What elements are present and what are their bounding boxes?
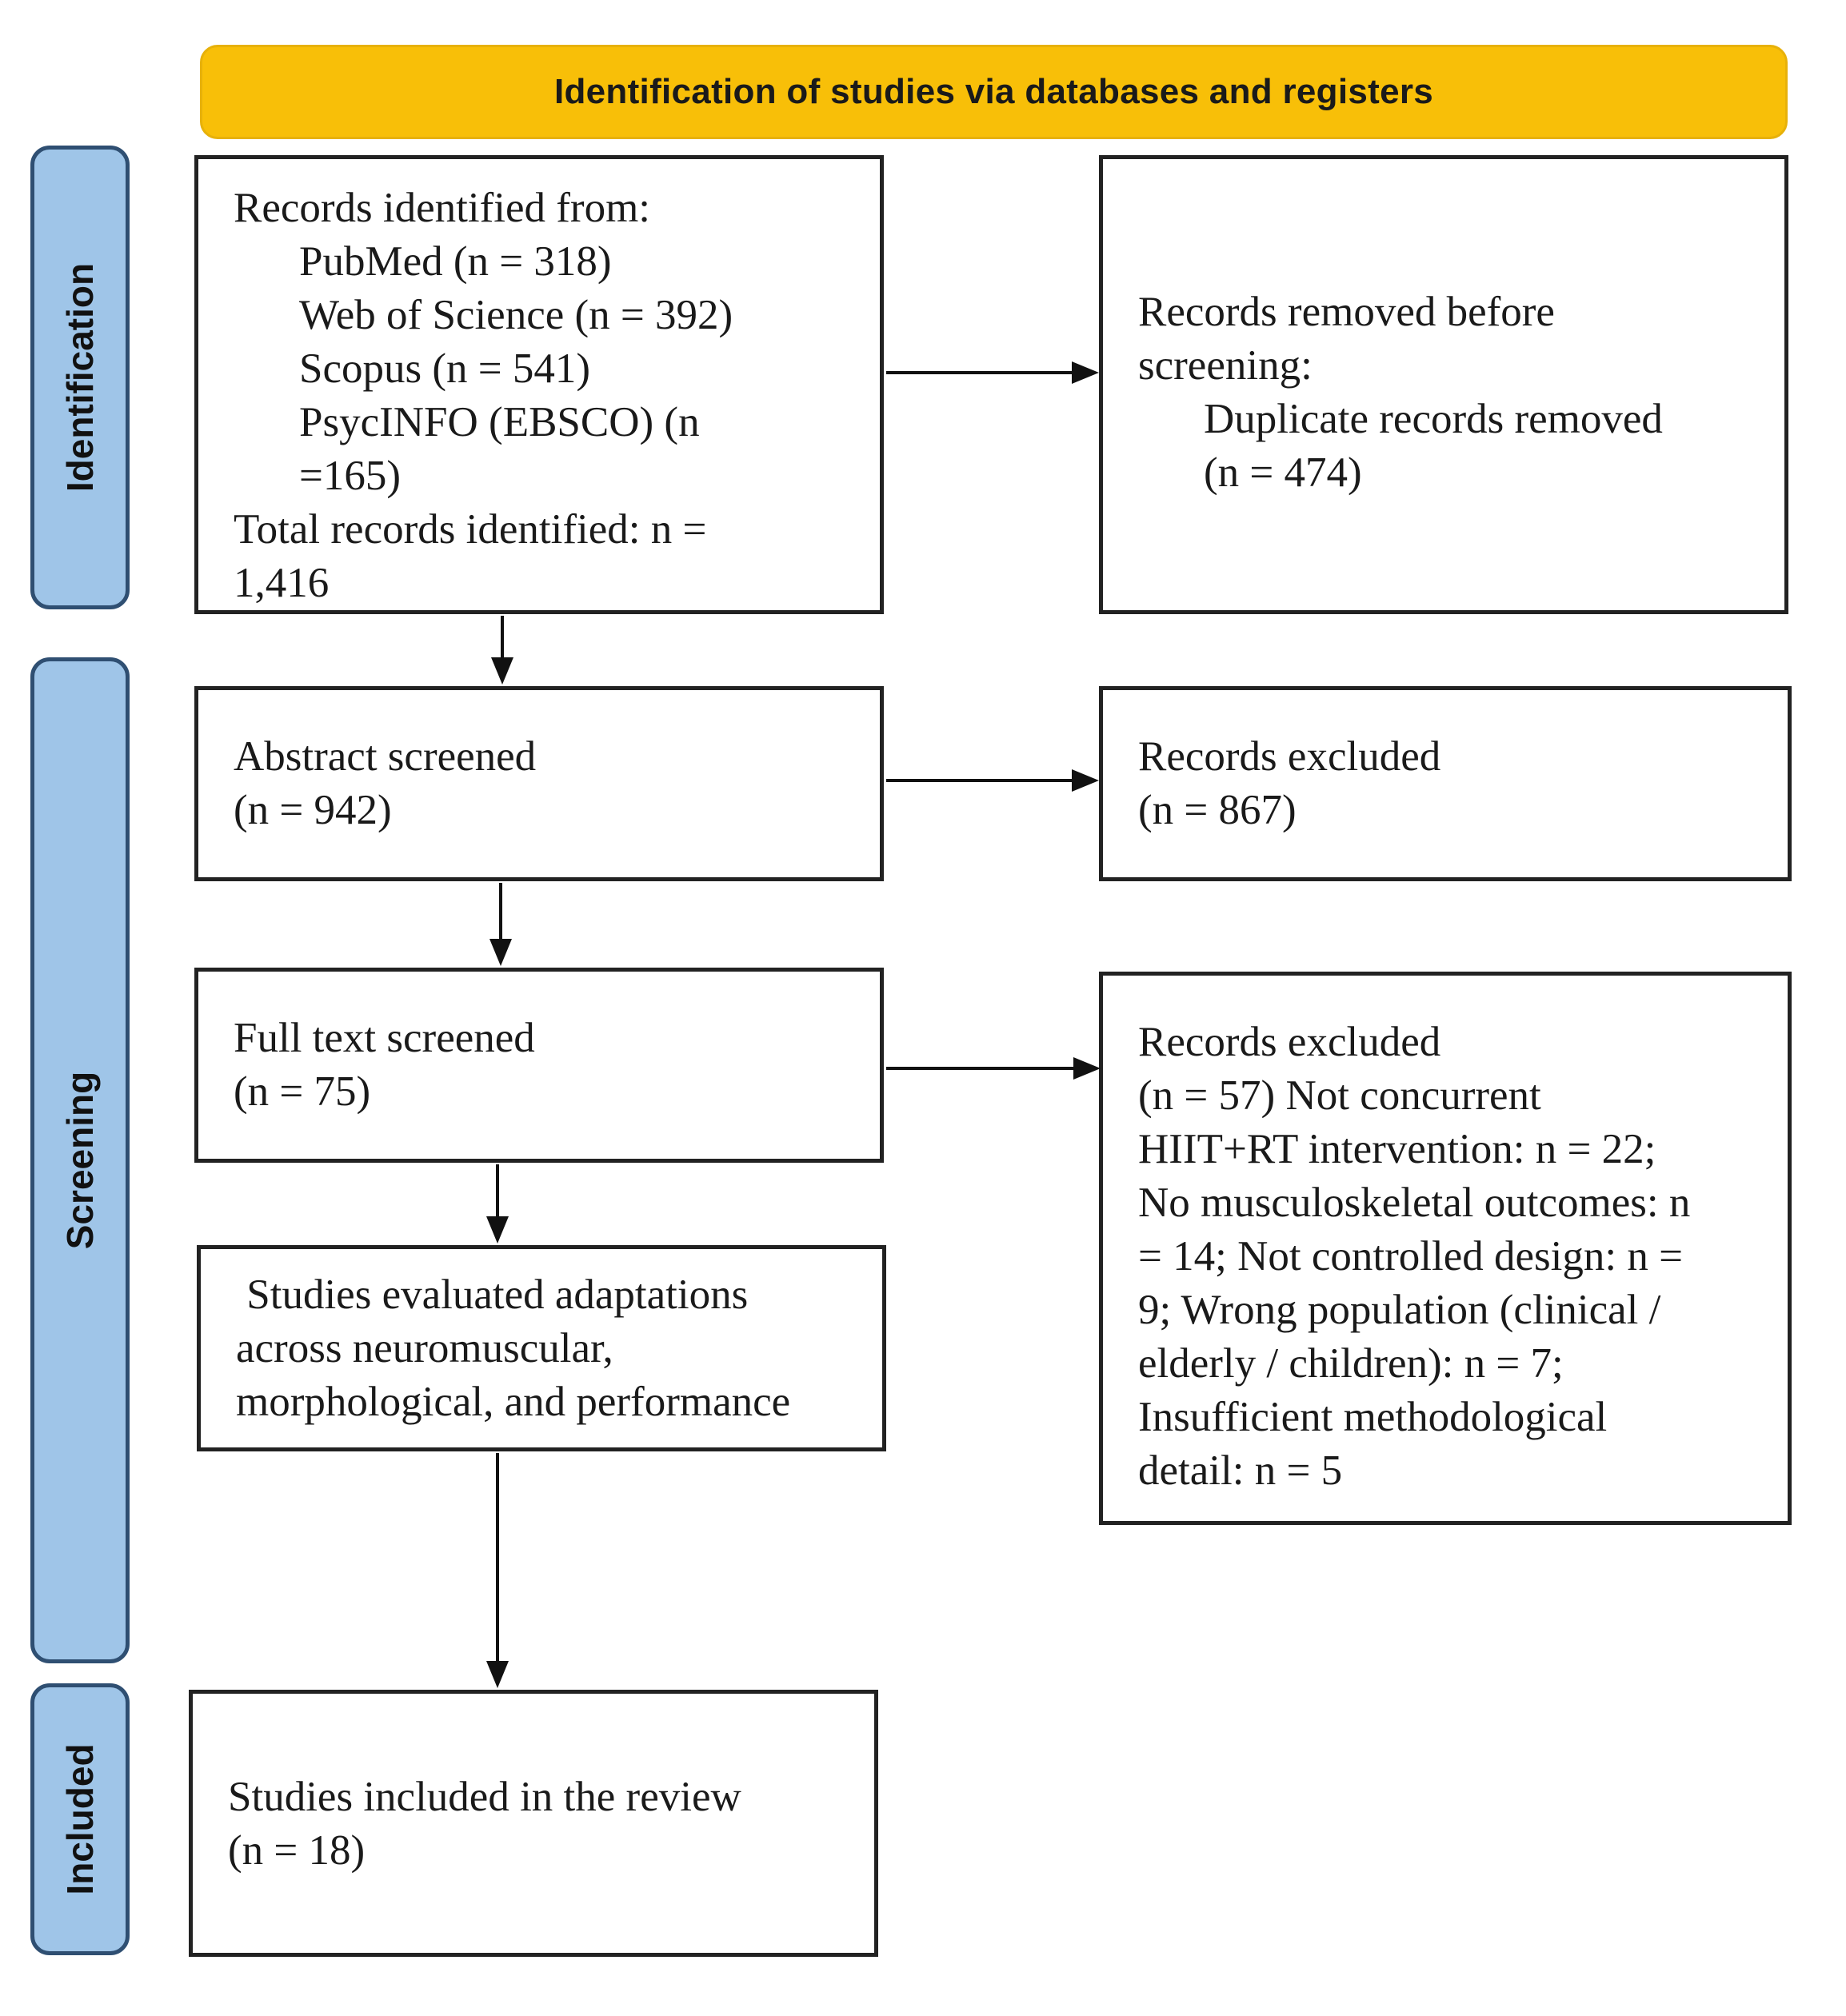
- full-text-screened-label: Full text screened: [234, 1015, 535, 1061]
- total-records-line2: 1,416: [234, 560, 330, 606]
- header-title: Identification of studies via databases …: [553, 72, 1434, 111]
- records-removed-line2: screening:: [1138, 342, 1313, 389]
- records-removed-line3: Duplicate records removed: [1204, 396, 1663, 442]
- abstract-screened-box: Abstract screened (n = 942): [194, 686, 884, 881]
- records-excluded-abstract-count: (n = 867): [1138, 787, 1297, 833]
- arrowhead-excluded-fulltext: [1073, 1057, 1101, 1080]
- records-excluded-abstract-box: Records excluded (n = 867): [1099, 686, 1792, 881]
- studies-evaluated-box: Studies evaluated adaptations across neu…: [197, 1245, 886, 1451]
- full-text-screened-box: Full text screened (n = 75): [194, 968, 884, 1163]
- records-identified-box: Records identified from: PubMed (n = 318…: [194, 155, 884, 614]
- source-psycinfo-count: =165): [299, 453, 402, 499]
- phase-included: Included: [30, 1683, 130, 1955]
- arrowhead-included: [486, 1661, 509, 1688]
- exclusion-line-5: = 14; Not controlled design: n =: [1138, 1233, 1683, 1279]
- exclusion-line-1: Records excluded: [1138, 1019, 1441, 1065]
- arrowhead-removed: [1072, 361, 1099, 384]
- studies-included-count: (n = 18): [228, 1827, 366, 1874]
- studies-evaluated-line-3: morphological, and performance: [236, 1379, 791, 1425]
- studies-evaluated-line-2: across neuromuscular,: [236, 1325, 613, 1371]
- identification-header-banner: Identification of studies via databases …: [200, 45, 1788, 139]
- exclusion-line-2: (n = 57) Not concurrent: [1138, 1072, 1541, 1119]
- records-excluded-abstract-label: Records excluded: [1138, 733, 1441, 780]
- total-records-line1: Total records identified: n =: [234, 506, 707, 553]
- exclusion-line-7: elderly / children): n = 7;: [1138, 1340, 1564, 1387]
- arrowhead-excluded-abstract: [1072, 769, 1099, 792]
- studies-included-label: Studies included in the review: [228, 1774, 741, 1820]
- exclusion-line-3: HIIT+RT intervention: n = 22;: [1138, 1126, 1656, 1172]
- exclusion-line-9: detail: n = 5: [1138, 1447, 1343, 1494]
- source-scopus: Scopus (n = 541): [299, 345, 591, 392]
- exclusion-line-6: 9; Wrong population (clinical /: [1138, 1287, 1661, 1333]
- studies-included-box: Studies included in the review (n = 18): [189, 1690, 878, 1957]
- source-pubmed: PubMed (n = 318): [299, 238, 612, 285]
- records-removed-line1: Records removed before: [1138, 289, 1555, 335]
- source-web-of-science: Web of Science (n = 392): [299, 292, 733, 338]
- records-identified-heading: Records identified from:: [234, 185, 651, 231]
- arrowhead-abstract: [491, 657, 513, 685]
- source-psycinfo: PsycINFO (EBSCO) (n: [299, 399, 700, 445]
- phase-screening: Screening: [30, 657, 130, 1663]
- exclusion-line-4: No musculoskeletal outcomes: n: [1138, 1180, 1691, 1226]
- arrowhead-evaluated: [486, 1216, 509, 1244]
- records-excluded-fulltext-box: Records excluded (n = 57) Not concurrent…: [1099, 972, 1792, 1525]
- studies-evaluated-line-1: Studies evaluated adaptations: [236, 1271, 749, 1318]
- full-text-screened-count: (n = 75): [234, 1068, 371, 1115]
- records-removed-line4: (n = 474): [1204, 449, 1362, 496]
- records-removed-box: Records removed before screening: Duplic…: [1099, 155, 1788, 614]
- abstract-screened-label: Abstract screened: [234, 733, 537, 780]
- exclusion-line-8: Insufficient methodological: [1138, 1394, 1608, 1440]
- phase-identification: Identification: [30, 146, 130, 609]
- arrowhead-fulltext: [489, 939, 512, 966]
- abstract-screened-count: (n = 942): [234, 787, 392, 833]
